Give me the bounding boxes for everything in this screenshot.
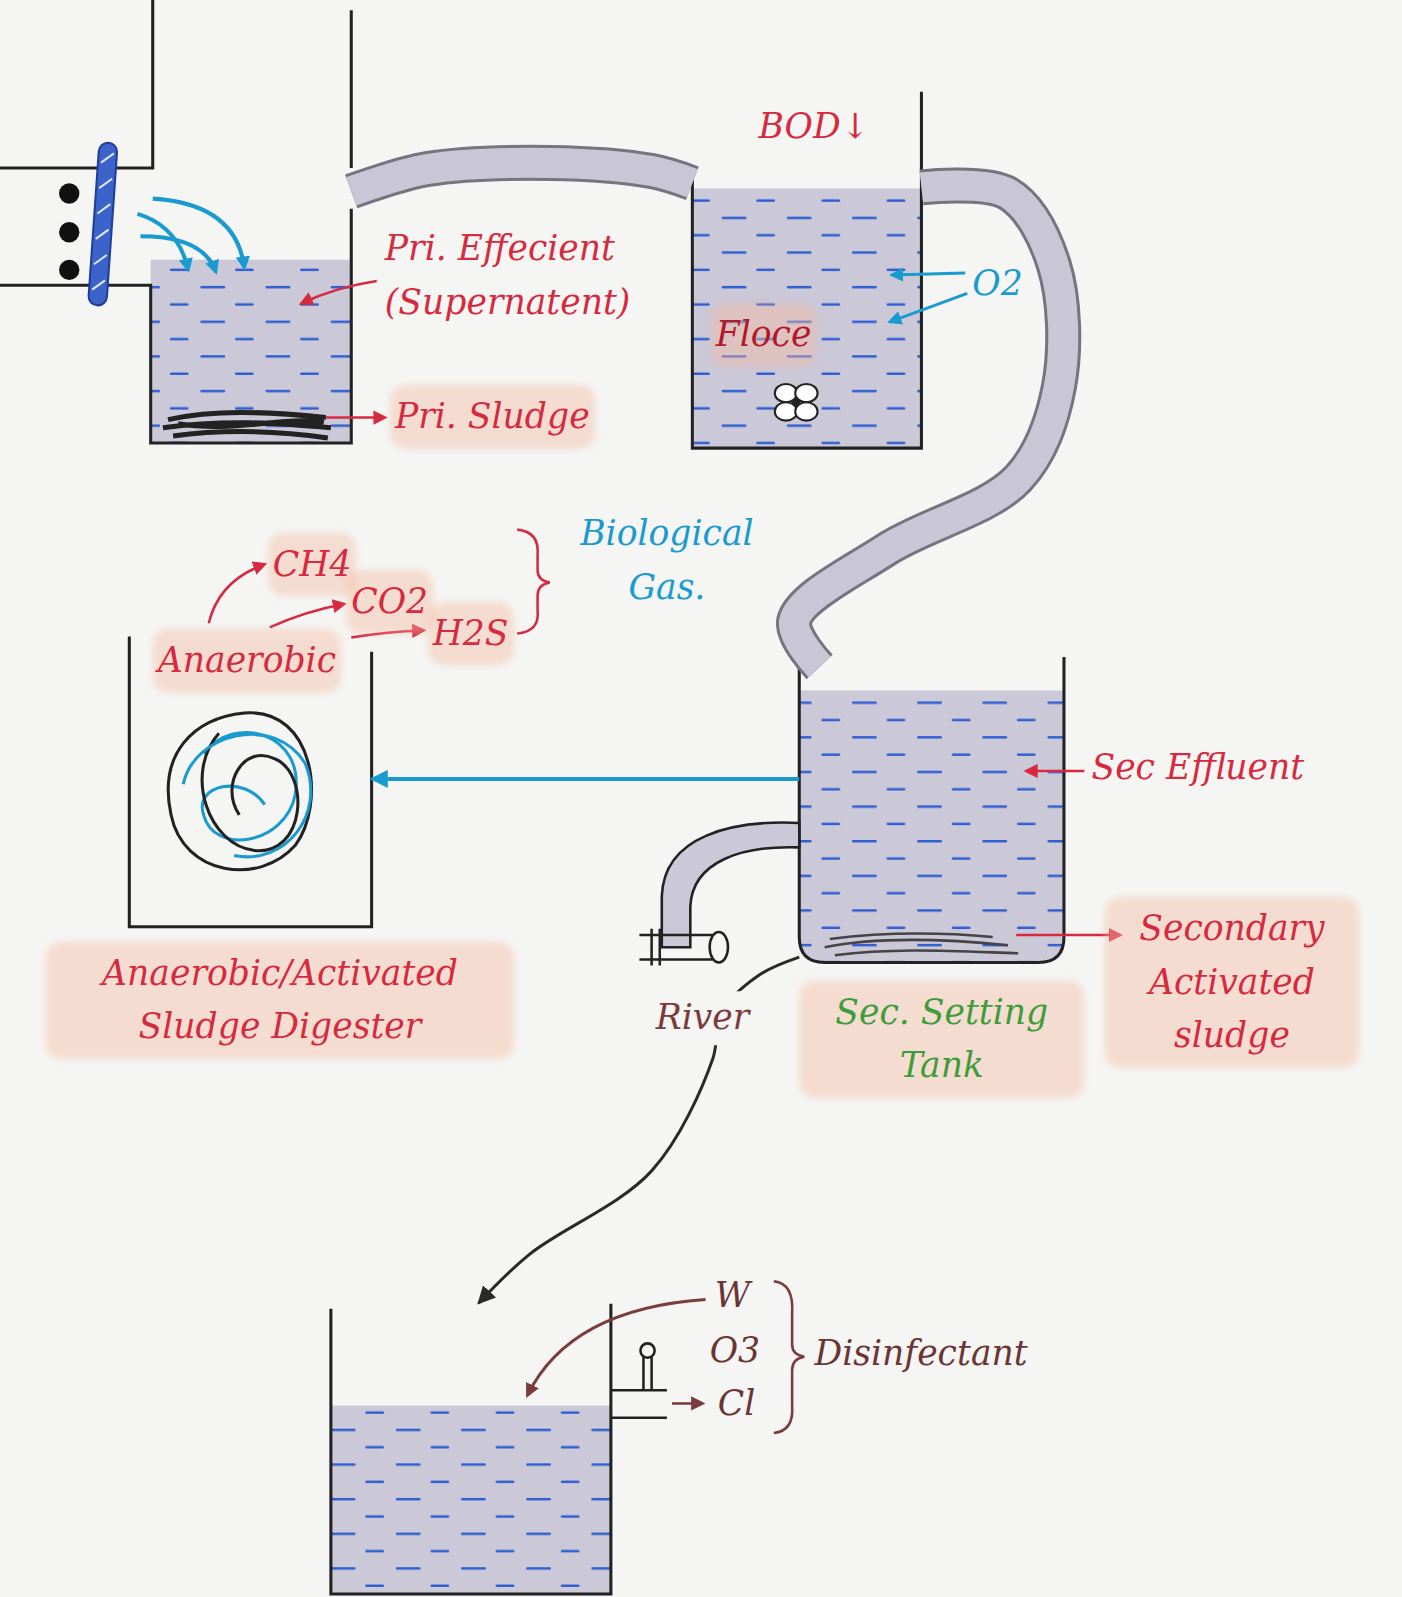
tank-node: BOD↓ Floce	[692, 102, 921, 448]
tank-label: Sec Effluent	[1091, 741, 1304, 795]
bar-screen	[88, 142, 118, 306]
flow-connector	[351, 163, 692, 192]
outlet-tap	[640, 1343, 654, 1357]
solid-particle	[59, 222, 79, 242]
sludge-scribble	[168, 713, 311, 870]
pipe-outline	[794, 185, 1063, 666]
tank-label: W	[715, 1275, 751, 1317]
oxygen-arrow	[892, 273, 965, 275]
outlet-tap	[710, 932, 728, 963]
tank-wall	[331, 1304, 611, 1594]
tank-node: WO3ClDisinfectant	[331, 1303, 611, 1596]
flow-connector	[372, 778, 800, 779]
gas-arrow	[351, 630, 423, 637]
dosing-arrow	[527, 1300, 705, 1396]
tank-water	[799, 691, 1064, 963]
gas-label: H2S	[433, 607, 509, 661]
tank-water	[331, 1406, 611, 1594]
gas-label: Biological Gas.	[550, 507, 784, 614]
screen-hatch	[92, 153, 114, 291]
outlet-tap	[611, 1357, 667, 1418]
tank-label: Anaerobic	[158, 634, 336, 688]
brace	[517, 530, 550, 634]
outflow-arrow	[672, 1402, 703, 1405]
aerator-fan	[775, 384, 818, 421]
water-dashes	[799, 691, 1064, 963]
flow-arrow	[153, 199, 245, 268]
oxygen-arrow	[890, 293, 967, 322]
tank-wall	[692, 92, 921, 448]
gas-label: CO2	[351, 575, 428, 629]
outlet-tap	[639, 929, 712, 966]
leader-arrow	[1026, 770, 1084, 773]
fan-hub	[792, 398, 800, 406]
primary-sludge	[163, 412, 331, 437]
flow-arrow	[372, 777, 800, 781]
tank-label: Pri. Sludge	[395, 390, 590, 444]
leader-arrow	[1016, 934, 1120, 937]
sludge-scribble	[202, 733, 298, 850]
pipe-body	[794, 185, 1063, 666]
flow-connector	[794, 185, 1063, 666]
pipe-body	[351, 163, 692, 192]
water-dashes	[151, 260, 352, 443]
tank-label: BOD↓	[759, 100, 870, 154]
tank-node: AnaerobicAnaerobic/Activated Sludge Dige…	[129, 636, 371, 926]
tank-label: Disinfectant	[815, 1327, 1028, 1381]
tank-wall	[799, 657, 1064, 963]
tank-water	[151, 260, 352, 443]
flow-arrow	[141, 236, 216, 272]
gas-label: CH4	[273, 538, 352, 592]
brace	[774, 1281, 805, 1433]
outlet-pipe	[662, 823, 799, 948]
tank-node: Pri. Effecient (Supernatent)Pri. Sludge	[151, 173, 352, 446]
tank-label: Floce	[716, 308, 812, 362]
tank-label: Pri. Effecient (Supernatent)	[385, 222, 721, 329]
tank-label: Cl	[718, 1383, 756, 1425]
gas-arrow	[209, 564, 265, 623]
water-dashes	[331, 1406, 611, 1594]
pipe-outline	[351, 163, 692, 192]
tank-label: Sec. Setting Tank	[804, 986, 1079, 1093]
edge-label: River	[652, 991, 754, 1045]
tank-label: Anaerobic/Activated Sludge Digester	[51, 947, 509, 1054]
flow-connector	[479, 957, 800, 1303]
leader-arrow	[326, 416, 385, 419]
sludge-scribble	[183, 734, 311, 856]
solid-particle	[59, 183, 79, 203]
gas-label: O2	[972, 257, 1022, 311]
water-dashes	[692, 188, 921, 448]
tank-water	[692, 188, 921, 448]
leader-arrow	[301, 281, 376, 303]
flow-arrow	[479, 957, 800, 1303]
tank-wall	[0, 0, 351, 443]
gas-arrow	[270, 604, 344, 627]
tank-label: O3	[710, 1330, 760, 1372]
secondary-sludge	[825, 933, 1018, 955]
tank-label: Secondary Activated sludge	[1110, 902, 1354, 1063]
tank-node: Sec EffluentSecondary Activated sludgeSe…	[799, 667, 1064, 967]
solid-particle	[59, 260, 79, 280]
